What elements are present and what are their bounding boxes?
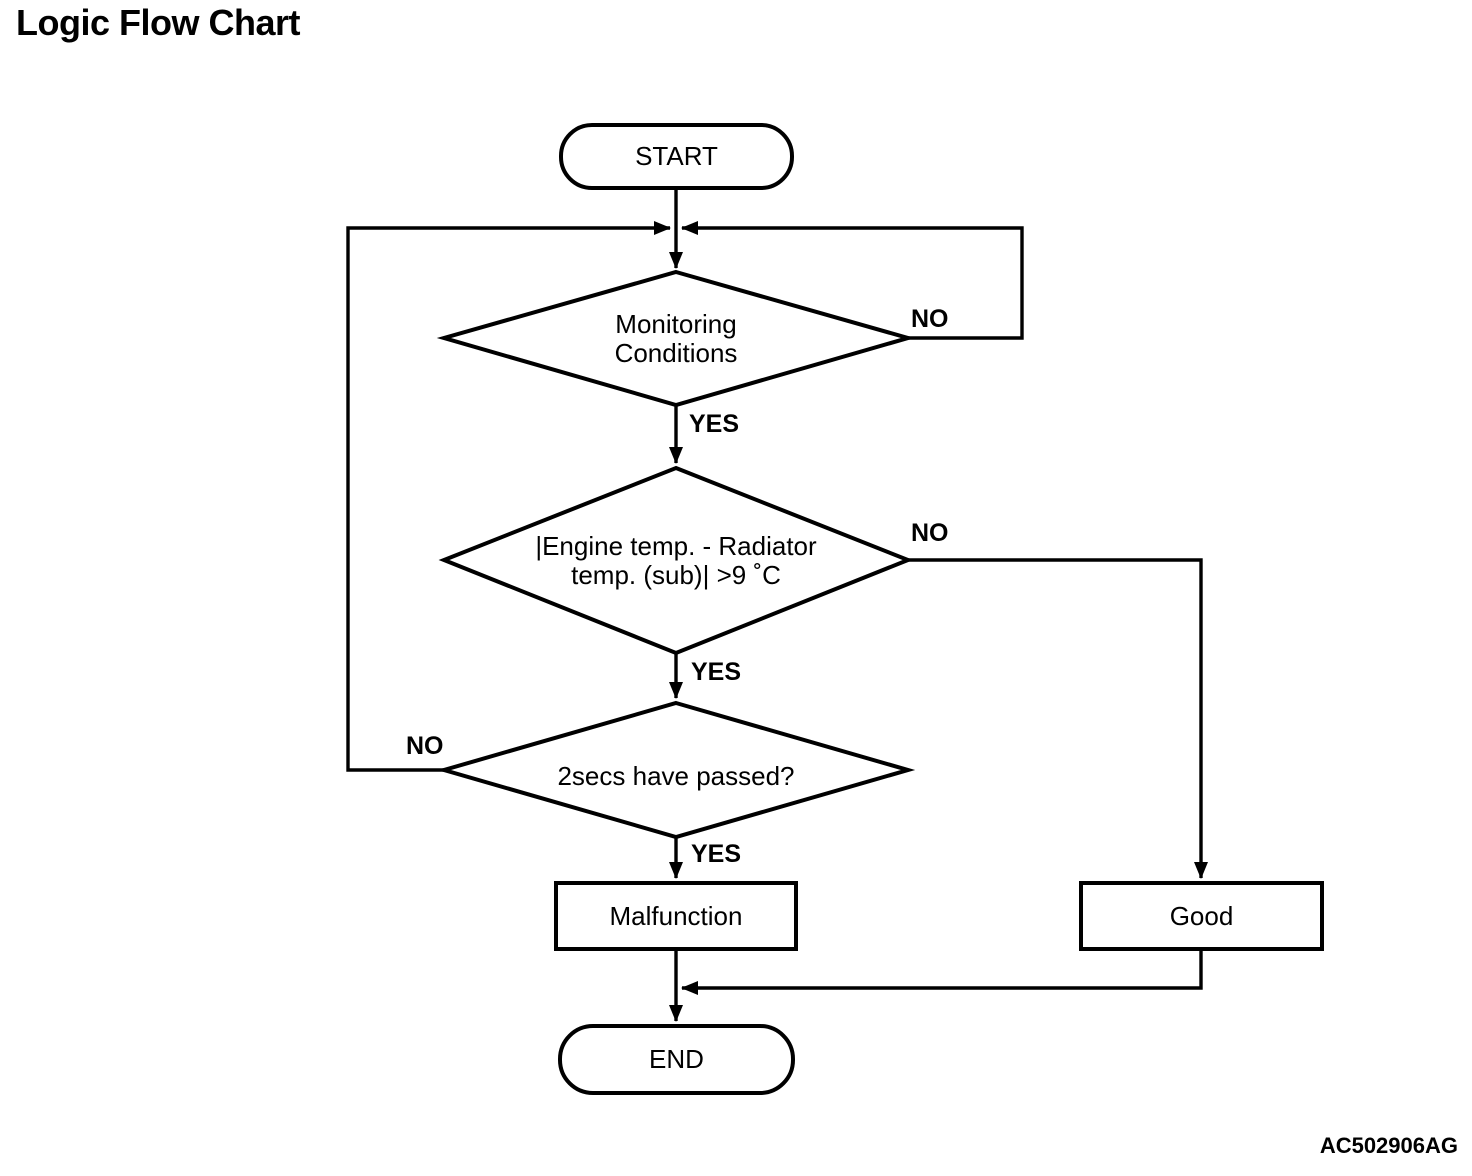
two-secs-decision-shape — [436, 700, 916, 840]
end-terminator-shape — [558, 1024, 795, 1095]
monitoring-decision-shape — [436, 269, 916, 408]
start-terminator-shape — [559, 123, 794, 190]
temp-decision-shape — [438, 465, 914, 656]
edge-temp-no-to-good — [908, 558, 1208, 879]
good-process-shape — [1079, 881, 1324, 951]
edge-good-to-merge — [681, 949, 1203, 995]
edge-two-secs-no-loop — [346, 221, 671, 772]
edge-monitoring-no-loop — [681, 221, 1024, 340]
page-title: Logic Flow Chart — [16, 2, 301, 43]
figure-code: AC502906AG — [1319, 1133, 1458, 1158]
malfunction-process-shape — [554, 881, 798, 951]
